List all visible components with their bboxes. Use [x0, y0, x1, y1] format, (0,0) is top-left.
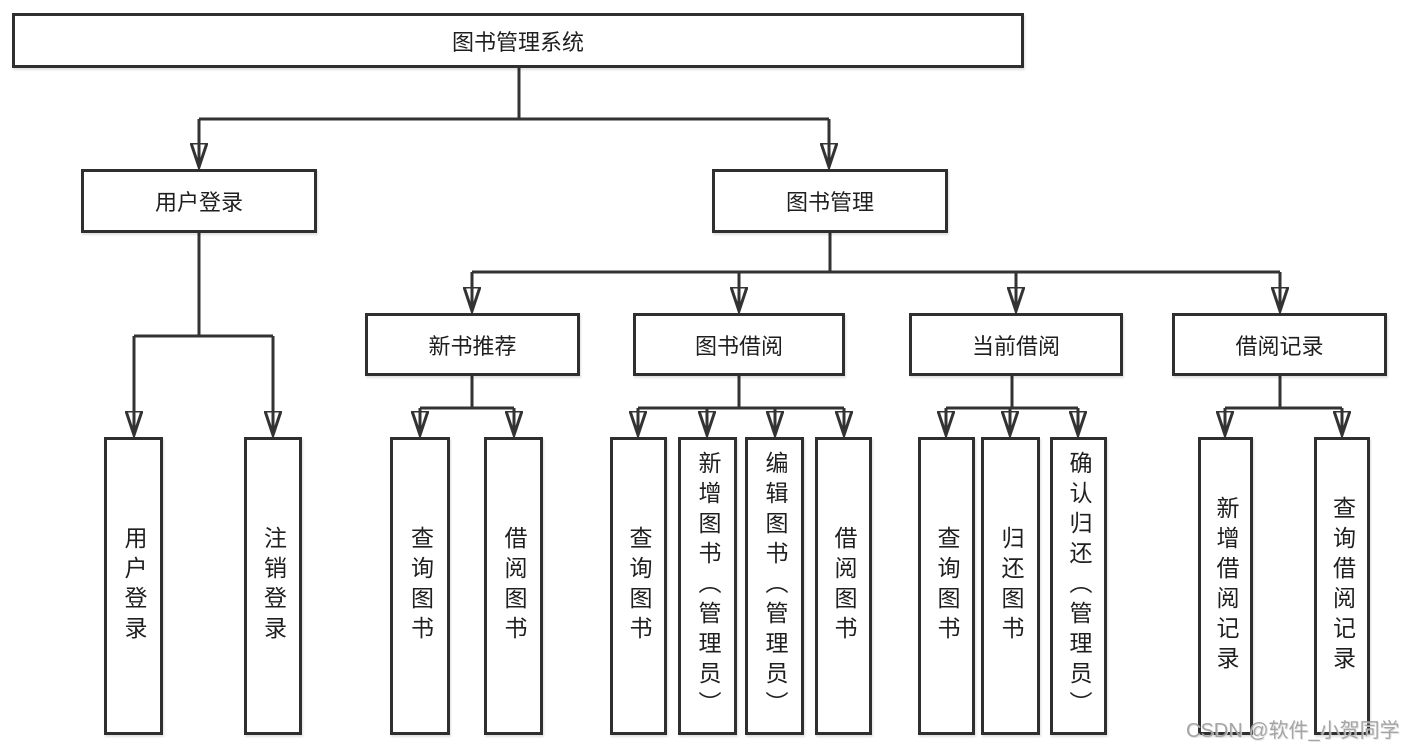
node-label: 当前借阅	[971, 333, 1060, 359]
leaf-query-borrow-record: 查询借阅记录	[1314, 437, 1370, 735]
node-label: 归还图书	[998, 526, 1024, 646]
edge-book-borrow-children	[638, 376, 844, 435]
edge-root-to-level2	[199, 68, 829, 167]
node-label: 用户登录	[154, 190, 243, 215]
node-label: 新书推荐	[428, 333, 517, 359]
node-label: 借阅记录	[1235, 333, 1324, 359]
node-label: 新增图书（管理员）	[695, 451, 721, 721]
node-book-management: 图书管理	[712, 169, 948, 233]
node-label: 图书管理	[785, 190, 874, 215]
leaf-query-books-borrowing: 查询图书	[610, 437, 667, 735]
leaf-borrow-books-recommend: 借阅图书	[484, 437, 543, 735]
leaf-confirm-return-admin: 确认归还（管理员）	[1050, 437, 1107, 735]
node-label: 查询图书	[934, 526, 960, 646]
edge-borrow-records-children	[1225, 376, 1342, 435]
node-user-login: 用户登录	[81, 169, 317, 233]
node-label: 借阅图书	[501, 526, 527, 646]
edge-new-book-children	[420, 376, 514, 435]
leaf-query-books-current: 查询图书	[918, 437, 975, 735]
leaf-return-books: 归还图书	[981, 437, 1040, 735]
node-book-borrowing: 图书借阅	[633, 313, 845, 376]
edge-current-borrow-children	[946, 376, 1078, 435]
node-new-book-recommendation: 新书推荐	[365, 313, 580, 376]
node-label: 新增借阅记录	[1213, 496, 1239, 676]
edge-book-management-children	[472, 233, 1280, 311]
leaf-add-books-admin: 新增图书（管理员）	[678, 437, 737, 735]
node-borrowing-records: 借阅记录	[1172, 313, 1387, 376]
leaf-edit-books-admin: 编辑图书（管理员）	[745, 437, 804, 735]
leaf-query-books-recommend: 查询图书	[390, 437, 450, 735]
node-label: 编辑图书（管理员）	[762, 451, 788, 721]
node-library-management-system: 图书管理系统	[12, 13, 1024, 68]
node-current-borrowing: 当前借阅	[909, 313, 1123, 376]
node-label: 图书管理系统	[451, 29, 584, 55]
leaf-logout: 注销登录	[244, 437, 302, 735]
node-label: 用户登录	[121, 526, 147, 646]
node-label: 注销登录	[260, 526, 287, 646]
edge-user-login-children	[134, 233, 273, 435]
node-label: 查询图书	[626, 526, 652, 646]
leaf-borrow-books: 借阅图书	[815, 437, 872, 735]
node-label: 查询借阅记录	[1329, 496, 1356, 676]
leaf-add-borrow-record: 新增借阅记录	[1198, 437, 1253, 735]
leaf-user-login: 用户登录	[104, 437, 163, 735]
csdn-watermark: CSDN @软件_小贺同学	[1186, 720, 1400, 742]
node-label: 查询图书	[407, 526, 434, 646]
node-label: 图书借阅	[694, 333, 783, 359]
node-label: 确认归还（管理员）	[1066, 451, 1092, 721]
node-label: 借阅图书	[831, 526, 857, 646]
